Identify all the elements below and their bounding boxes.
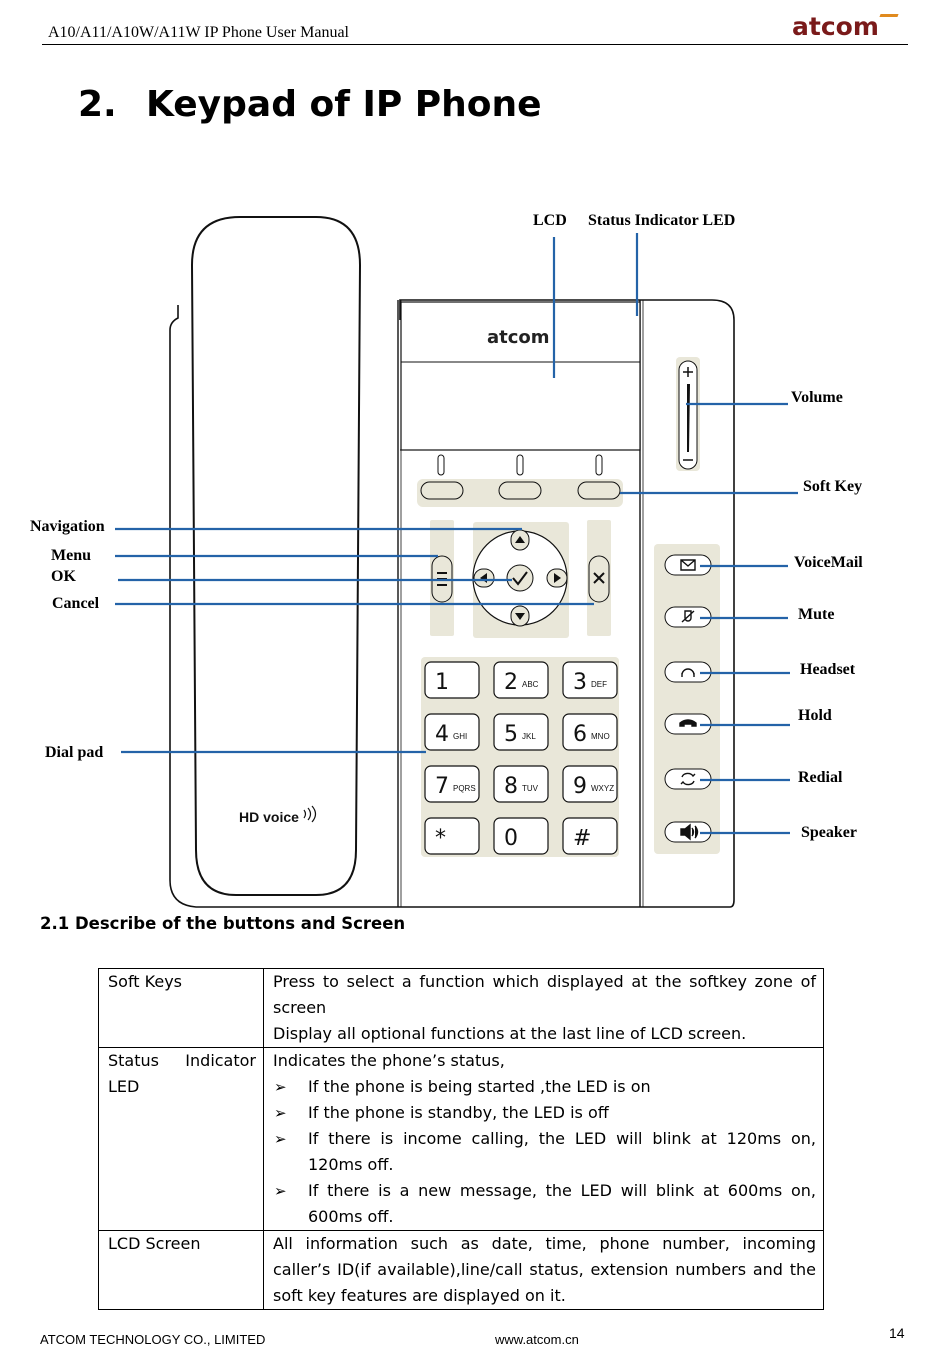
dial-key-digit: 4 (435, 722, 449, 747)
dial-key-hash[interactable]: # (562, 817, 618, 855)
dial-key-1[interactable]: 1 (424, 661, 480, 699)
list-item: If there is a new message, the LED will … (273, 1178, 816, 1230)
phone-diagram: atcom 1 2 ABC 3 DEF 4 GHI 5 JKL 6 MNO 7 PQRS 8 TUV 9 WXY… (115, 216, 798, 908)
phone-brand-logo: atcom (487, 327, 550, 348)
dial-pad: 1 2 ABC 3 DEF 4 GHI 5 JKL 6 MNO 7 PQRS 8 TUV 9 WXYZ * 0 # (424, 661, 618, 855)
hold-key[interactable] (664, 713, 712, 735)
list-item: If there is income calling, the LED will… (273, 1126, 816, 1178)
headset-label: Headset (800, 661, 856, 678)
row-key: LCD Screen (98, 1230, 264, 1310)
status-led-label: Status Indicator LED (588, 212, 736, 229)
row-key: Soft Keys (98, 968, 264, 1048)
dial-key-digit: 1 (435, 670, 449, 695)
dial-key-digit: 7 (435, 774, 449, 799)
softkey-led-2 (516, 454, 524, 476)
dial-pad-label: Dial pad (45, 744, 104, 761)
hd-voice-logo: HD voice (239, 809, 299, 825)
subsection-heading: 2.1 Describe of the buttons and Screen (40, 914, 406, 933)
function-keys (664, 554, 712, 843)
page-number: 14 (889, 1325, 905, 1341)
dial-key-5[interactable]: 5 JKL (493, 713, 549, 751)
soft-key-3 (577, 481, 621, 500)
soft-key-1 (420, 481, 464, 500)
ok-key (506, 564, 534, 592)
list-item: If the phone is standby, the LED is off (273, 1100, 816, 1126)
hold-icon (679, 719, 697, 727)
dial-key-letters: WXYZ (591, 784, 614, 793)
section-heading: 2. Keypad of IP Phone (78, 84, 542, 125)
soft-key-2 (498, 481, 542, 500)
header-divider (42, 44, 908, 45)
dial-key-6[interactable]: 6 MNO (562, 713, 618, 751)
dial-key-4[interactable]: 4 GHI (424, 713, 480, 751)
dial-key-digit: 9 (573, 774, 587, 799)
footer-website[interactable]: www.atcom.cn (495, 1332, 579, 1347)
lcd-screen (400, 301, 641, 451)
dial-key-digit: 8 (504, 774, 518, 799)
dial-key-0[interactable]: 0 (493, 817, 549, 855)
mute-key[interactable] (664, 606, 712, 628)
dial-key-digit: 5 (504, 722, 518, 747)
dial-key-star[interactable]: * (424, 817, 480, 855)
section-title: Keypad of IP Phone (146, 84, 542, 125)
description-line: Display all optional functions at the la… (273, 1024, 747, 1043)
row-description: Indicates the phone’s status, If the pho… (263, 1047, 824, 1231)
dial-key-letters: ABC (522, 680, 539, 689)
dial-key-digit: # (573, 826, 591, 851)
row-description: Press to select a function which display… (263, 968, 824, 1048)
speaker-icon (680, 823, 699, 841)
dial-key-letters: DEF (591, 680, 607, 689)
dial-key-7[interactable]: 7 PQRS (424, 765, 480, 803)
dial-key-digit: 2 (504, 670, 518, 695)
footer-company: ATCOM TECHNOLOGY CO., LIMITED (40, 1332, 266, 1347)
status-led-list: If the phone is being started ,the LED i… (273, 1074, 816, 1230)
row-description: All information such as date, time, phon… (263, 1230, 824, 1310)
dial-key-3[interactable]: 3 DEF (562, 661, 618, 699)
dial-key-8[interactable]: 8 TUV (493, 765, 549, 803)
dial-key-digit: 6 (573, 722, 587, 747)
dial-key-letters: JKL (522, 732, 536, 741)
hold-label: Hold (798, 707, 832, 724)
dial-key-letters: PQRS (453, 784, 476, 793)
volume-label: Volume (791, 389, 843, 406)
redial-label: Redial (798, 769, 843, 786)
dial-key-letters: GHI (453, 732, 467, 741)
phone-body-outline (169, 299, 735, 908)
mute-icon (681, 610, 695, 623)
description-line: Indicates the phone’s status, (273, 1051, 505, 1070)
buttons-description-table: Soft Keys Press to select a function whi… (98, 968, 824, 1310)
atcom-logo: atcom (792, 12, 879, 41)
redial-icon (680, 772, 696, 786)
softkey-led-3 (595, 454, 603, 476)
dial-key-letters: TUV (522, 784, 539, 793)
dial-key-2[interactable]: 2 ABC (493, 661, 549, 699)
speaker-label: Speaker (801, 824, 857, 841)
voicemail-label: VoiceMail (794, 554, 863, 571)
ok-label: OK (51, 568, 76, 585)
voicemail-key[interactable] (664, 554, 712, 576)
cancel-label: Cancel (52, 595, 100, 612)
mute-label: Mute (798, 606, 835, 623)
manual-title: A10/A11/A10W/A11W IP Phone User Manual (48, 24, 349, 41)
envelope-icon (680, 559, 696, 571)
softkey-led-1 (437, 454, 445, 476)
list-item: If the phone is being started ,the LED i… (273, 1074, 816, 1100)
lcd-label: LCD (533, 212, 567, 229)
headset-icon (681, 668, 695, 677)
table-row: LCD Screen All information such as date,… (98, 1230, 824, 1310)
section-number: 2. (78, 84, 117, 125)
dial-key-9[interactable]: 9 WXYZ (562, 765, 618, 803)
dial-key-digit: 3 (573, 670, 587, 695)
menu-label: Menu (51, 547, 91, 564)
navigation-label: Navigation (30, 518, 105, 535)
dial-key-digit: * (435, 826, 446, 851)
table-row: Soft Keys Press to select a function whi… (98, 968, 824, 1048)
dial-key-digit: 0 (504, 826, 518, 851)
soft-key-label: Soft Key (803, 478, 863, 495)
description-line: Press to select a function which display… (273, 972, 816, 1017)
dial-key-letters: MNO (591, 732, 610, 741)
